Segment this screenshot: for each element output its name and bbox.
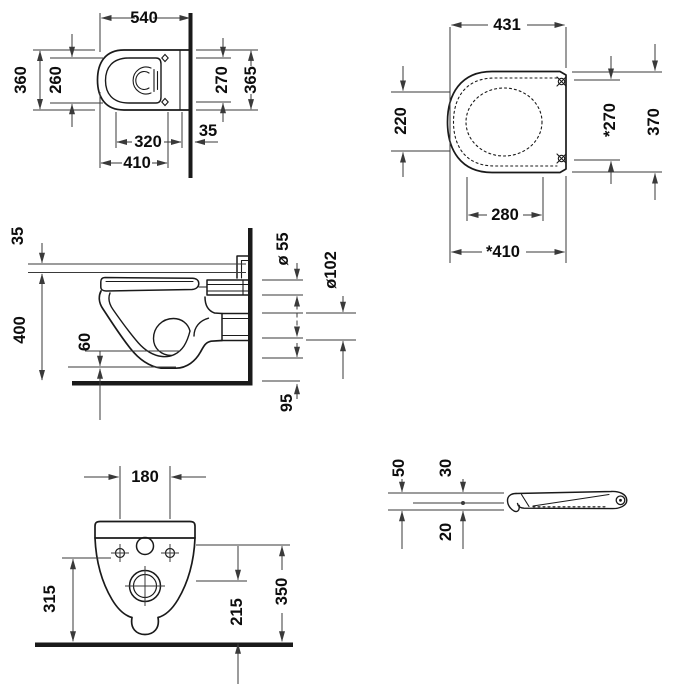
supply-hole bbox=[135, 536, 155, 556]
dim-370: 370 bbox=[645, 108, 663, 136]
side-outline bbox=[72, 228, 253, 386]
bowl-opening bbox=[104, 57, 162, 104]
dim-d55: ø 55 bbox=[274, 232, 292, 265]
dim-540: 540 bbox=[130, 9, 158, 27]
view-side-section: 35 400 60 ø 55 ø102 95 bbox=[9, 227, 356, 420]
fixing-hole-marker bbox=[161, 53, 169, 63]
trap-detail bbox=[152, 317, 191, 357]
hinge-marker bbox=[556, 153, 567, 164]
hinge-marker bbox=[556, 76, 567, 87]
dim-270: 270 bbox=[213, 66, 231, 94]
dim-410: 410 bbox=[123, 154, 151, 172]
dim-60: 60 bbox=[76, 333, 94, 351]
dim-35s: 35 bbox=[9, 227, 27, 245]
outlet-pipe bbox=[221, 312, 250, 342]
fixing-hole-marker bbox=[161, 97, 169, 107]
fixing-hole bbox=[161, 544, 179, 562]
supply-spigot bbox=[206, 279, 250, 296]
dim-320: 320 bbox=[134, 133, 162, 151]
dim-95: 95 bbox=[278, 394, 296, 412]
outlet-hole bbox=[125, 566, 165, 606]
dim-350: 350 bbox=[273, 578, 291, 606]
seat-opening bbox=[465, 87, 543, 157]
view-seat-profile: 50 30 20 bbox=[388, 459, 628, 549]
bowl-outer-profile bbox=[98, 290, 223, 370]
dim-180: 180 bbox=[131, 468, 159, 486]
dim-360: 360 bbox=[12, 66, 30, 94]
flush-rim-detail bbox=[132, 66, 159, 95]
wall-section bbox=[188, 13, 193, 178]
dim-315: 315 bbox=[41, 585, 59, 613]
toilet-plan-dimensions: 540 360 260 270 365 320 410 35 bbox=[12, 9, 260, 172]
front-dimensions: 180 315 215 350 bbox=[41, 466, 291, 684]
dim-410s: *410 bbox=[486, 243, 520, 261]
seat-inner-edge bbox=[452, 77, 558, 167]
view-toilet-plan: 540 360 260 270 365 320 410 35 bbox=[12, 9, 260, 178]
wall-section bbox=[248, 228, 253, 385]
side-dimensions: 35 400 60 ø 55 ø102 95 bbox=[9, 227, 356, 420]
seat-profile-outline bbox=[506, 490, 628, 513]
dim-280: 280 bbox=[491, 206, 519, 224]
dim-260: 260 bbox=[47, 66, 65, 94]
center-dot bbox=[461, 501, 465, 505]
dim-35: 35 bbox=[199, 122, 217, 140]
view-front: 180 315 215 350 bbox=[35, 466, 293, 684]
dim-215: 215 bbox=[228, 598, 246, 626]
fixing-hole bbox=[111, 544, 129, 562]
hinge-pivot bbox=[615, 495, 626, 506]
dim-400: 400 bbox=[11, 316, 29, 344]
dim-20: 20 bbox=[437, 523, 455, 541]
seat-plan-outline bbox=[446, 70, 567, 174]
dim-270s: *270 bbox=[601, 103, 619, 137]
seat-lid-profile bbox=[100, 276, 208, 292]
view-seat-plan: 431 220 *270 370 280 *410 bbox=[391, 16, 663, 263]
dim-30: 30 bbox=[437, 459, 455, 477]
bowl-inner-profile bbox=[108, 292, 191, 358]
dim-d102: ø102 bbox=[322, 251, 340, 289]
dim-50: 50 bbox=[390, 459, 408, 477]
floor-line bbox=[35, 642, 293, 647]
floor-line bbox=[72, 381, 253, 386]
dim-220: 220 bbox=[392, 107, 410, 135]
front-outline bbox=[35, 520, 293, 647]
seat-plan-dimensions: 431 220 *270 370 280 *410 bbox=[391, 16, 663, 263]
dim-365: 365 bbox=[242, 66, 260, 94]
dim-431: 431 bbox=[493, 16, 521, 34]
toilet-plan-outline bbox=[96, 13, 193, 178]
seat-profile-dimensions: 50 30 20 bbox=[388, 459, 504, 549]
